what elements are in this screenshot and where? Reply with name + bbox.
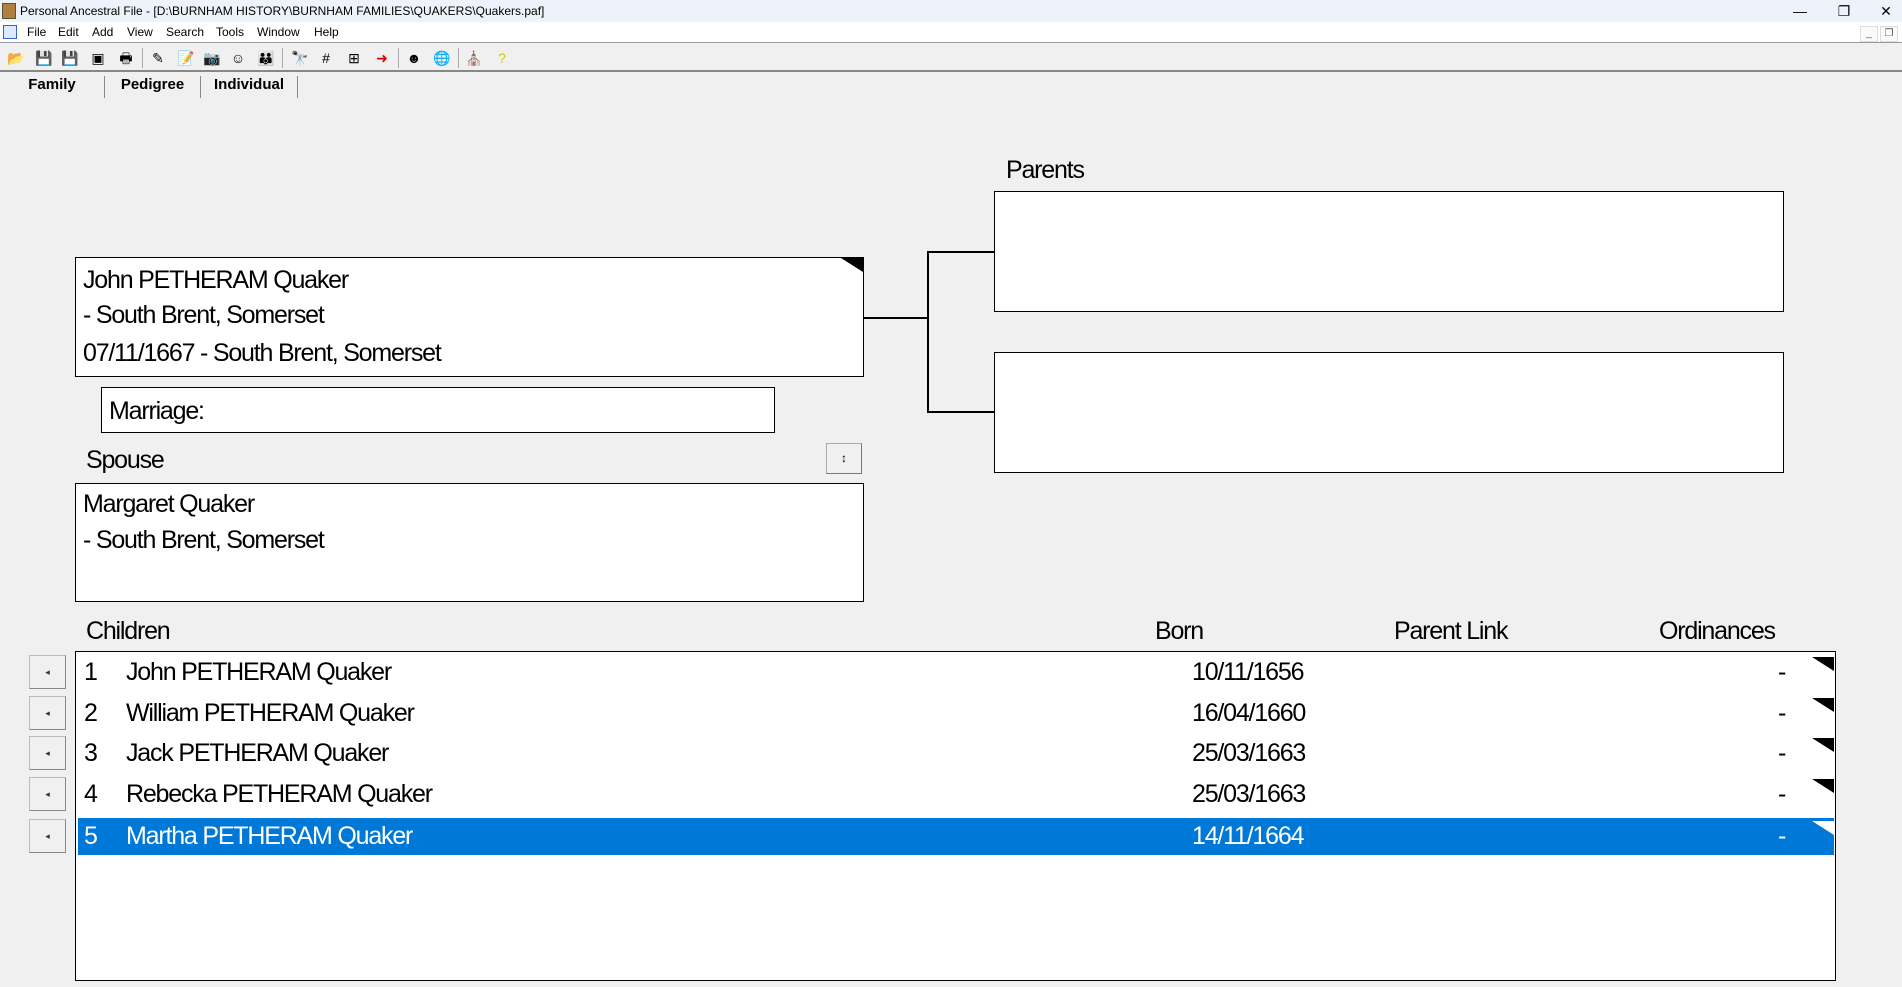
- add-family-icon[interactable]: 👪: [257, 50, 275, 66]
- find-icon[interactable]: 🔭: [291, 50, 309, 66]
- other-spouses-button[interactable]: ↕: [826, 443, 862, 474]
- help-icon[interactable]: ?: [498, 50, 506, 66]
- menu-window[interactable]: Window: [257, 25, 300, 39]
- individual-list-icon[interactable]: ☻: [406, 50, 422, 66]
- child-name: Rebecka PETHERAM Quaker: [126, 780, 433, 808]
- menu-add[interactable]: Add: [92, 25, 114, 39]
- menu-bar: File Edit Add View Search Tools Window H…: [0, 22, 1902, 42]
- corner-flag-icon: [1812, 779, 1834, 793]
- corner-flag-icon: [1812, 821, 1834, 835]
- child-born: 14/11/1664: [1192, 822, 1304, 850]
- mother-box[interactable]: [994, 352, 1784, 473]
- primary-birth: - South Brent, Somerset: [83, 301, 325, 329]
- child-name: Jack PETHERAM Quaker: [126, 739, 389, 767]
- minimize-button[interactable]: —: [1793, 3, 1807, 19]
- child-select-button[interactable]: ◂: [29, 819, 66, 853]
- tab-family[interactable]: Family: [0, 76, 105, 98]
- connector-line: [864, 317, 929, 319]
- temple-icon[interactable]: ⛪: [465, 50, 483, 66]
- backup-icon[interactable]: ▣: [91, 50, 105, 66]
- toolbar: 📂 💾 💾 ▣ 🖶 ✎ 📝 📷 ☺ 👪 🔭 # ⊞ ➜ ☻ 🌐 ⛪ ?: [0, 42, 1902, 72]
- child-select-button[interactable]: ◂: [29, 777, 66, 811]
- marriage-label: Marriage:: [109, 397, 205, 425]
- primary-individual-box[interactable]: John PETHERAM Quaker - South Brent, Some…: [75, 257, 864, 377]
- camera-icon[interactable]: 📷: [203, 50, 221, 66]
- web-search-icon[interactable]: 🌐: [433, 50, 451, 66]
- child-row[interactable]: 4 Rebecka PETHERAM Quaker 25/03/1663 -: [78, 776, 1834, 813]
- spouse-birth: - South Brent, Somerset: [83, 526, 325, 554]
- print-icon[interactable]: 🖶: [119, 50, 133, 66]
- corner-flag-icon: [1812, 698, 1834, 712]
- menu-tools[interactable]: Tools: [216, 25, 245, 39]
- corner-flag-icon: [1812, 738, 1834, 752]
- menu-view[interactable]: View: [127, 25, 153, 39]
- spouse-label: Spouse: [86, 446, 165, 474]
- parent-link-column-header: Parent Link: [1394, 617, 1508, 645]
- child-ordinances: -: [1778, 780, 1786, 808]
- child-born: 10/11/1656: [1192, 658, 1304, 686]
- connector-line: [927, 252, 929, 413]
- child-row[interactable]: 3 Jack PETHERAM Quaker 25/03/1663 -: [78, 735, 1834, 772]
- parents-label: Parents: [1006, 156, 1085, 184]
- mdi-minimize-button[interactable]: _: [1860, 26, 1878, 42]
- app-icon: [2, 3, 16, 19]
- menu-help[interactable]: Help: [314, 25, 339, 39]
- menu-file[interactable]: File: [27, 25, 47, 39]
- save-icon[interactable]: 💾: [35, 50, 53, 66]
- child-row[interactable]: 1 John PETHERAM Quaker 10/11/1656 -: [78, 654, 1834, 691]
- window-title: Personal Ancestral File - [D:\BURNHAM HI…: [20, 4, 545, 18]
- child-ordinances: -: [1778, 658, 1786, 686]
- child-name: Martha PETHERAM Quaker: [126, 822, 413, 850]
- open-folder-icon[interactable]: 📂: [7, 50, 25, 66]
- tab-individual[interactable]: Individual: [201, 76, 298, 98]
- child-name: William PETHERAM Quaker: [126, 699, 415, 727]
- close-button[interactable]: ✕: [1880, 3, 1892, 19]
- children-label: Children: [86, 617, 171, 645]
- child-number: 2: [84, 699, 98, 727]
- connector-line: [927, 411, 995, 413]
- child-ordinances: -: [1778, 822, 1786, 850]
- child-row[interactable]: 5 Martha PETHERAM Quaker 14/11/1664 -: [78, 818, 1834, 855]
- child-select-button[interactable]: ◂: [29, 696, 66, 730]
- ordinances-column-header: Ordinances: [1659, 617, 1776, 645]
- child-number: 5: [84, 822, 98, 850]
- document-icon[interactable]: [3, 25, 17, 39]
- child-row[interactable]: 2 William PETHERAM Quaker 16/04/1660 -: [78, 695, 1834, 732]
- mdi-restore-button[interactable]: ❐: [1880, 26, 1898, 42]
- child-born: 25/03/1663: [1192, 780, 1306, 808]
- menu-search[interactable]: Search: [166, 25, 205, 39]
- add-individual-icon[interactable]: ☺: [230, 50, 246, 66]
- find-family-icon[interactable]: ⊞: [348, 50, 360, 66]
- connector-line: [927, 251, 995, 253]
- marriage-box[interactable]: Marriage:: [101, 387, 775, 433]
- spouse-name: Margaret Quaker: [83, 490, 255, 518]
- corner-flag-icon: [841, 258, 863, 272]
- child-select-button[interactable]: ◂: [29, 736, 66, 770]
- father-box[interactable]: [994, 191, 1784, 312]
- menu-edit[interactable]: Edit: [58, 25, 79, 39]
- notes-icon[interactable]: 📝: [177, 50, 195, 66]
- born-column-header: Born: [1155, 617, 1204, 645]
- title-bar: Personal Ancestral File - [D:\BURNHAM HI…: [0, 0, 1902, 22]
- child-born: 25/03/1663: [1192, 739, 1306, 767]
- child-born: 16/04/1660: [1192, 699, 1306, 727]
- child-ordinances: -: [1778, 739, 1786, 767]
- restore-button[interactable]: ❐: [1837, 3, 1851, 19]
- primary-name: John PETHERAM Quaker: [83, 266, 349, 294]
- children-list: 1 John PETHERAM Quaker 10/11/1656 - 2 William…: [75, 651, 1836, 981]
- child-ordinances: -: [1778, 699, 1786, 727]
- spouse-box[interactable]: Margaret Quaker - South Brent, Somerset: [75, 483, 864, 602]
- edit-individual-icon[interactable]: ✎: [152, 50, 164, 66]
- save-as-icon[interactable]: 💾: [61, 50, 79, 66]
- child-number: 3: [84, 739, 98, 767]
- child-number: 4: [84, 780, 98, 808]
- child-number: 1: [84, 658, 98, 686]
- child-select-button[interactable]: ◂: [29, 655, 66, 689]
- corner-flag-icon: [1812, 657, 1834, 671]
- child-name: John PETHERAM Quaker: [126, 658, 392, 686]
- find-rin-icon[interactable]: #: [322, 50, 330, 66]
- goto-icon[interactable]: ➜: [376, 50, 388, 66]
- tab-pedigree[interactable]: Pedigree: [105, 76, 201, 98]
- primary-death: 07/11/1667 - South Brent, Somerset: [83, 339, 442, 367]
